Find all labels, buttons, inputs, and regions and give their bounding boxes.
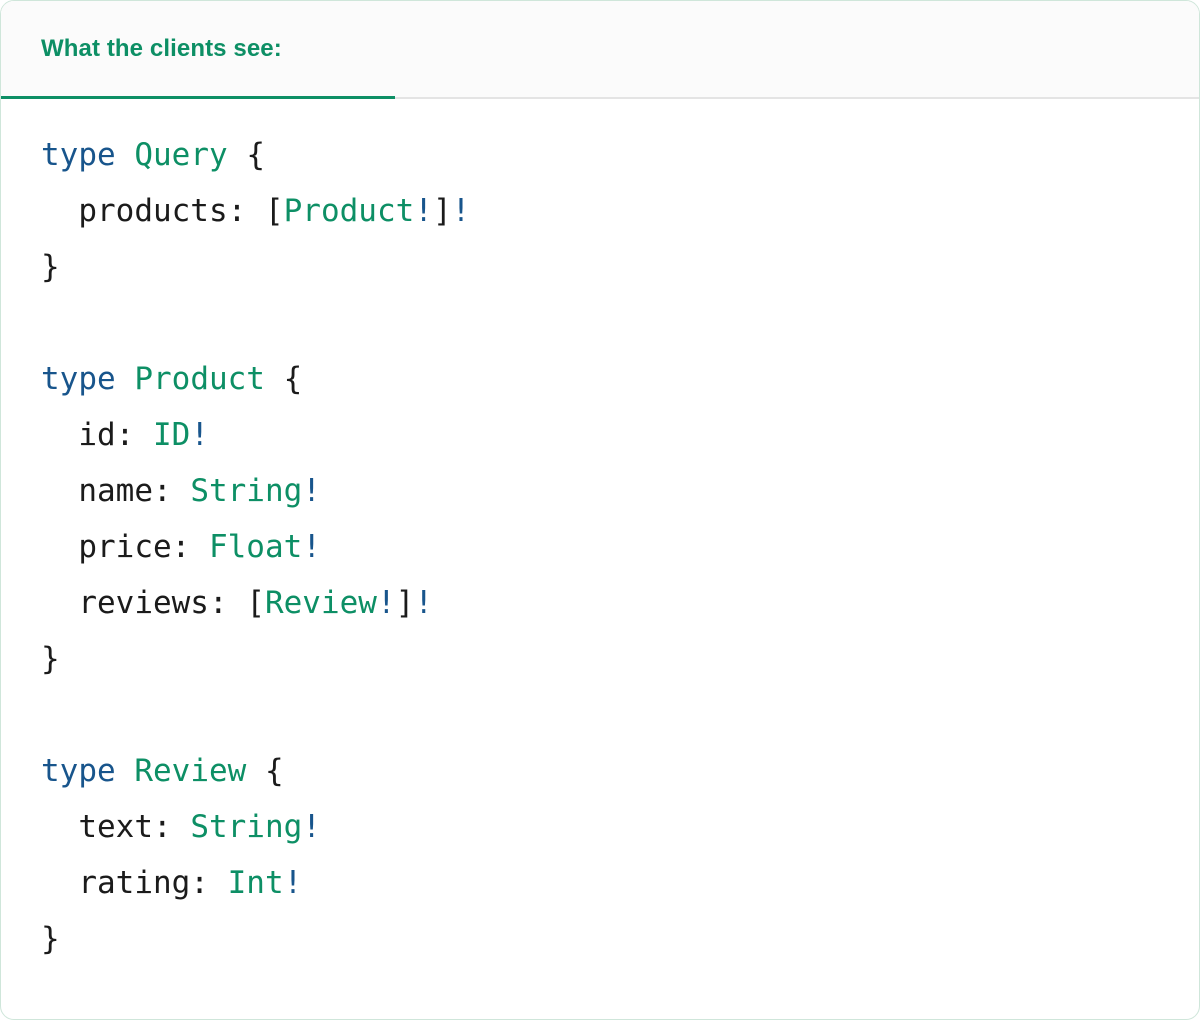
code-token: rating: (41, 865, 228, 901)
code-line: reviews: [Review!]! (41, 585, 433, 621)
code-token: Review (264, 585, 377, 621)
code-token: { (246, 753, 284, 789)
code-token: products: (41, 193, 265, 229)
code-token: Int (227, 865, 284, 901)
code-line: name: String! (41, 473, 321, 509)
code-token: [ (246, 585, 265, 621)
code-token: name: (41, 473, 191, 509)
code-token: type (41, 753, 116, 789)
code-token: ! (376, 585, 396, 621)
code-token: } (41, 921, 60, 957)
code-token (116, 753, 135, 789)
code-token: ! (283, 865, 303, 901)
code-token: ] (432, 193, 452, 229)
code-line: type Product { (41, 361, 302, 397)
code-token (116, 361, 135, 397)
code-line: } (41, 249, 60, 285)
tab-what-the-clients-see[interactable]: What the clients see: (1, 1, 395, 99)
code-line: price: Float! (41, 529, 321, 565)
code-token: ! (190, 417, 209, 453)
code-token: text: (41, 809, 191, 845)
code-token: String (190, 809, 303, 845)
code-token: [ (264, 193, 284, 229)
code-line: rating: Int! (41, 865, 302, 901)
tab-bar: What the clients see: (1, 1, 1199, 99)
code-token: Product (134, 361, 265, 397)
code-token: ! (302, 473, 321, 509)
code-token: type (41, 137, 116, 173)
code-token (116, 137, 135, 173)
code-token: reviews: (41, 585, 247, 621)
code-token: ! (302, 529, 321, 565)
code-line: } (41, 641, 60, 677)
code-token: Review (134, 753, 247, 789)
code-token: { (227, 137, 265, 173)
code-token: ! (414, 193, 433, 229)
code-token: type (41, 361, 116, 397)
code-area: type Query { products: [Product!]! } typ… (1, 99, 1199, 967)
code-token: ! (451, 193, 471, 229)
graphql-schema-code: type Query { products: [Product!]! } typ… (41, 127, 1159, 967)
code-token: Query (134, 137, 228, 173)
code-line: type Review { (41, 753, 284, 789)
tab-label: What the clients see: (41, 34, 282, 62)
code-token: price: (41, 529, 209, 565)
code-line: id: ID! (41, 417, 209, 453)
code-token: ! (414, 585, 433, 621)
code-token: Float (208, 529, 303, 565)
code-line: text: String! (41, 809, 321, 845)
code-token: ! (302, 809, 321, 845)
code-line: products: [Product!]! (41, 193, 470, 229)
code-token: ID (152, 417, 191, 453)
code-token: String (190, 473, 303, 509)
code-token: } (41, 249, 60, 285)
code-token: Product (283, 193, 415, 229)
code-lines: type Query { products: [Product!]! } typ… (41, 137, 470, 957)
code-token: id: (41, 417, 153, 453)
code-line: } (41, 921, 60, 957)
code-line: type Query { (41, 137, 265, 173)
code-token: { (264, 361, 303, 397)
code-token: } (41, 641, 60, 677)
code-token: ] (395, 585, 415, 621)
